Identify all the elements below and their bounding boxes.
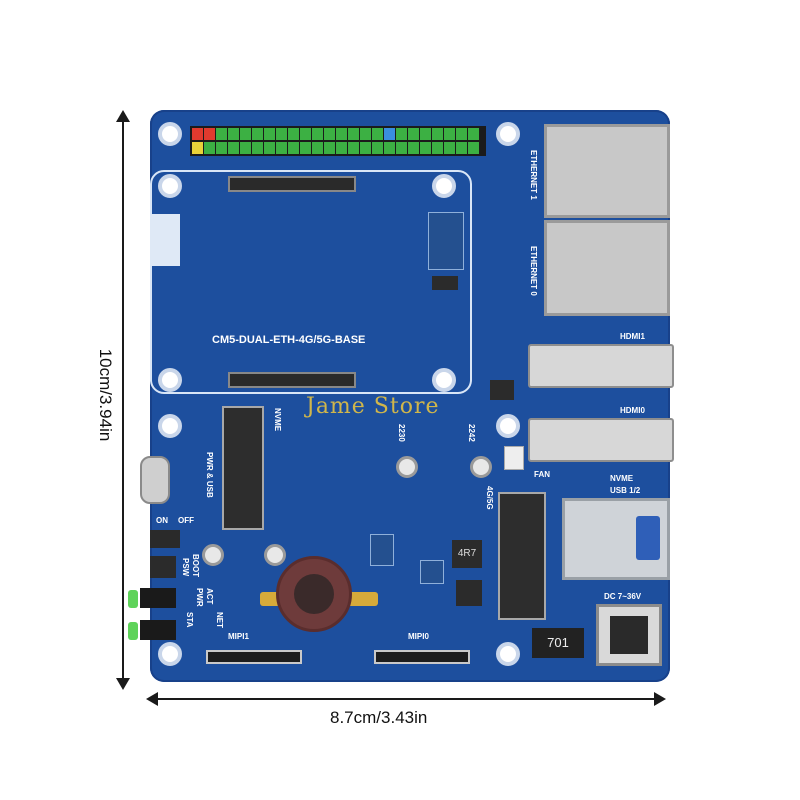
mounting-hole xyxy=(432,174,456,198)
usb-label: USB 1/2 xyxy=(610,486,641,495)
board-title: CM5-DUAL-ETH-4G/5G-BASE xyxy=(212,334,366,346)
usb3-tongue xyxy=(636,516,660,560)
battery-cell xyxy=(294,574,334,614)
pwr-label: PWR xyxy=(195,588,204,607)
ethernet1-port xyxy=(544,124,670,218)
hdmi1-label: HDMI1 xyxy=(620,332,645,341)
mounting-hole xyxy=(158,174,182,198)
act-label: ACT xyxy=(205,588,214,605)
mounting-hole xyxy=(158,368,182,392)
led-housing xyxy=(140,588,176,608)
boot-label: BOOT xyxy=(191,554,200,578)
height-dimension-line xyxy=(122,116,124,684)
mounting-hole xyxy=(158,122,182,146)
m2-standoff xyxy=(396,456,418,478)
slot-4g5g-label: 4G/5G xyxy=(485,486,494,510)
compute-module-outline xyxy=(150,170,472,394)
4g5g-m2-slot xyxy=(498,492,546,620)
mipi0-label: MIPI0 xyxy=(408,632,429,641)
chip-array xyxy=(428,212,464,270)
mipi0-connector xyxy=(374,650,470,664)
slot-2230-label: 2230 xyxy=(397,424,406,442)
fan-connector xyxy=(504,446,524,470)
sta-label: STA xyxy=(185,612,194,628)
hdmi0-port xyxy=(528,418,674,462)
ethernet0-port xyxy=(544,220,670,316)
net-label: NET xyxy=(215,612,224,628)
cm5-connector-bottom xyxy=(228,372,356,388)
mounting-hole xyxy=(496,414,520,438)
mounting-hole xyxy=(158,642,182,666)
on-label: ON xyxy=(156,516,168,525)
gpio-header xyxy=(190,126,486,156)
mounting-hole xyxy=(158,414,182,438)
led-green xyxy=(128,622,138,640)
watermark: Jame Store xyxy=(306,394,440,419)
width-label: 8.7cm/3.43in xyxy=(330,708,428,727)
m2-standoff xyxy=(264,544,286,566)
chip xyxy=(490,380,514,400)
led-green xyxy=(128,590,138,608)
width-dimension-line xyxy=(152,698,662,700)
slot-2242-label: 2242 xyxy=(467,424,476,442)
ethernet1-label: ETHERNET 1 xyxy=(529,150,538,200)
hdmi0-label: HDMI0 xyxy=(620,406,645,415)
usb-c-port xyxy=(140,456,170,504)
nvme-usb-label: NVME xyxy=(610,474,634,483)
mounting-hole xyxy=(496,122,520,146)
dc-jack-opening xyxy=(610,616,648,654)
pwr-usb-label: PWR & USB xyxy=(205,452,214,498)
nvme-slot-label: NVME xyxy=(273,408,282,432)
off-label: OFF xyxy=(178,516,194,525)
power-ic xyxy=(456,580,482,606)
dc-label: DC 7~36V xyxy=(604,592,642,601)
chip-array xyxy=(370,534,394,566)
nvme-m2-slot xyxy=(222,406,264,530)
mipi1-connector xyxy=(206,650,302,664)
chip-array xyxy=(420,560,444,584)
m2-standoff xyxy=(470,456,492,478)
inductor-small: 4R7 xyxy=(452,540,482,568)
cm5-connector-top xyxy=(228,176,356,192)
fan-label: FAN xyxy=(534,470,550,479)
antenna-pad xyxy=(150,214,180,266)
inductor-large: 701 xyxy=(532,628,584,658)
height-label: 10cm/3.94in xyxy=(96,348,115,442)
arrow-right-icon xyxy=(654,692,666,706)
chip xyxy=(432,276,458,290)
mipi1-label: MIPI1 xyxy=(228,632,249,641)
boot-button xyxy=(150,556,176,578)
m2-standoff xyxy=(202,544,224,566)
ethernet0-label: ETHERNET 0 xyxy=(529,246,538,296)
mounting-hole xyxy=(432,368,456,392)
psw-label: PSW xyxy=(181,558,190,577)
power-switch xyxy=(150,530,180,548)
arrow-left-icon xyxy=(146,692,158,706)
arrow-down-icon xyxy=(116,678,130,690)
hdmi1-port xyxy=(528,344,674,388)
led-housing xyxy=(140,620,176,640)
mounting-hole xyxy=(496,642,520,666)
arrow-up-icon xyxy=(116,110,130,122)
